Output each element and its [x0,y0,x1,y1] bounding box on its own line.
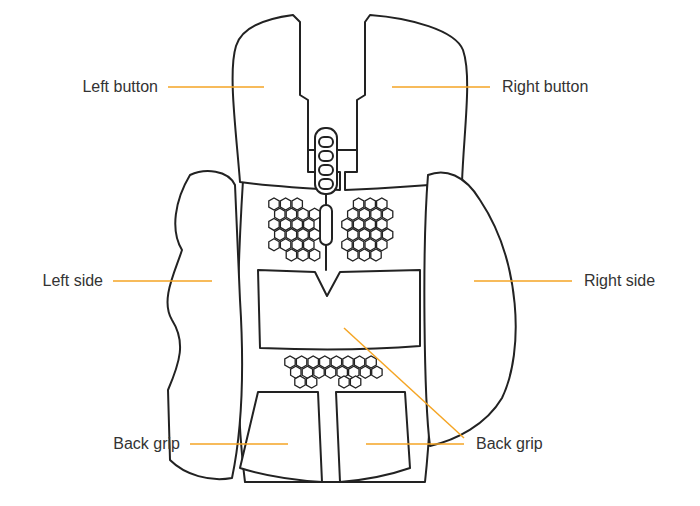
hex-cell [359,208,369,220]
hex-cell [308,356,318,368]
hex-cell [342,218,352,230]
hex-cell [304,239,314,251]
scroll-notch [319,165,333,175]
leader-line [168,86,264,88]
hex-cell [280,198,290,210]
hex-cell [382,208,392,220]
part-label: Left button [82,77,158,97]
hex-cell [382,229,392,241]
leader-line [474,280,572,282]
hex-cell [339,376,349,388]
hex-cell [292,239,302,251]
back-grip-right [336,392,410,482]
leader-lines [113,87,572,444]
leader-line [344,328,464,438]
hex-cell [353,218,363,230]
hex-cell [269,239,279,251]
hex-cell [371,249,381,261]
hex-cell [343,356,353,368]
hex-cell [348,208,358,220]
hex-cell [298,208,308,220]
hex-cell [366,356,376,368]
hex-cell [298,249,308,261]
part-label: Back grip [113,434,180,454]
part-label: Left side [43,271,103,291]
hex-cell [371,208,381,220]
hex-cell [298,229,308,241]
hex-cell [325,366,335,378]
hex-cell [365,218,375,230]
hex-cell [269,198,279,210]
leader-line [113,280,212,282]
hex-cell [295,376,305,388]
scroll-notch [319,179,333,189]
hex-cell [286,229,296,241]
hex-cell [377,239,387,251]
hex-cell [306,376,316,388]
right-button-grip [345,15,467,190]
hex-cell [292,218,302,230]
hex-cell [377,218,387,230]
hex-cell [286,249,296,261]
scroll-notch [319,151,333,161]
hex-cell [280,218,290,230]
hex-cell [292,198,302,210]
hex-cell [359,249,369,261]
hex-cell [275,208,285,220]
hex-cell [377,198,387,210]
hex-cell [354,356,364,368]
hex-cell [309,229,319,241]
hex-pattern [269,198,393,388]
hex-cell [331,356,341,368]
hex-cell [285,356,295,368]
hex-cell [309,249,319,261]
left-side-grip [167,171,242,479]
back-grip-center [258,270,420,349]
hex-cell [350,376,360,388]
mouse-body [237,150,431,482]
leader-line [366,443,464,445]
hex-cell [371,229,381,241]
hex-cell [304,218,314,230]
part-label: Right side [584,271,655,291]
hex-cell [275,229,285,241]
hex-cell [269,218,279,230]
hex-cell [314,366,324,378]
hex-cell [286,208,296,220]
leader-line [190,443,288,445]
hex-cell [359,229,369,241]
hex-cell [372,366,382,378]
right-side-grip [424,172,515,446]
back-grip-left [240,392,322,482]
hex-cell [353,239,363,251]
scroll-notch [319,137,333,147]
hex-cell [360,366,370,378]
hex-cell [342,239,352,251]
hex-cell [296,356,306,368]
scroll-wheel [315,128,337,194]
part-label: Right button [502,77,588,97]
hex-cell [320,356,330,368]
hex-cell [353,198,363,210]
hex-cell [280,239,290,251]
center-slot [320,205,332,245]
hex-cell [365,239,375,251]
hex-cell [348,229,358,241]
leader-line [392,86,490,88]
hex-cell [365,198,375,210]
part-label: Back grip [476,434,543,454]
hex-cell [309,208,319,220]
hex-cell [348,249,358,261]
